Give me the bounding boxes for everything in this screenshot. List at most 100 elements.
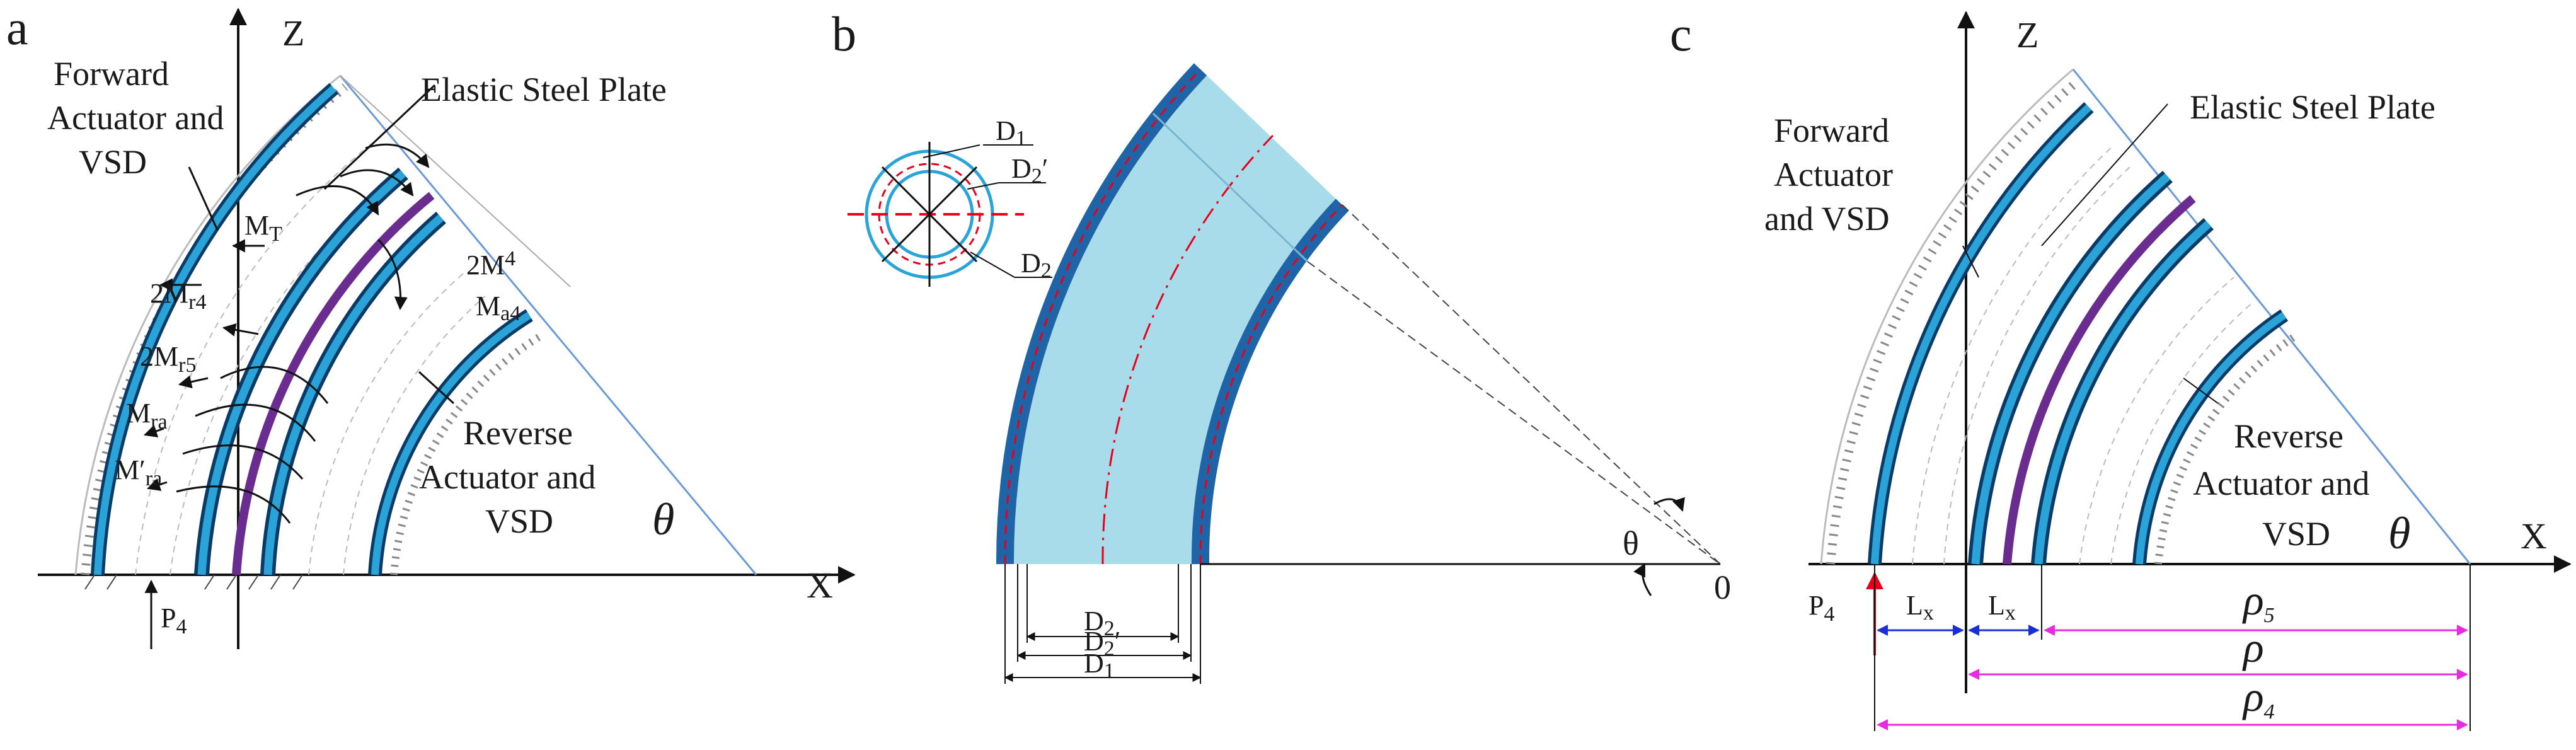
panel-b-d2-leader bbox=[970, 251, 1015, 278]
panel-a-ma4-main: M bbox=[476, 291, 500, 321]
panel-c-forward-line2: Actuator bbox=[1774, 156, 1893, 193]
panel-b-d2p-label: D2′ bbox=[1011, 153, 1048, 188]
panel-a-mra-main: M bbox=[126, 398, 151, 429]
panel-c-theta: θ bbox=[2388, 508, 2410, 558]
panel-a-2m4: 2M4 bbox=[466, 247, 515, 280]
panel-a-z-label: Z bbox=[282, 13, 304, 54]
panel-b-d2p-leader bbox=[967, 182, 999, 190]
panel-c-guide-arc-1 bbox=[1912, 144, 2115, 565]
panel-c-inner-actuator bbox=[2034, 221, 2212, 565]
panel-c-forward-actuator bbox=[1871, 104, 2092, 565]
panel-c-p4-main: P bbox=[1808, 590, 1824, 621]
panel-c-letter: c bbox=[1670, 6, 1692, 61]
panel-c-forward-label: Forward Actuator and VSD bbox=[1764, 112, 1901, 238]
panel-a-ground-hatch bbox=[84, 574, 303, 590]
panel-b-d2-sub: 2 bbox=[1041, 259, 1052, 282]
panel-a-2mr4-sub: r4 bbox=[188, 291, 206, 314]
panel-c-rho5-main: ρ bbox=[2242, 576, 2264, 624]
panel-b-dim-d1-sub: 1 bbox=[1104, 659, 1115, 683]
panel-b-d2p-prime: ′ bbox=[1042, 153, 1049, 184]
panel-c-rho4: ρ4 bbox=[2242, 672, 2275, 724]
panel-b-letter: b bbox=[832, 6, 856, 61]
panel-a-2mr4: 2Mr4 bbox=[150, 278, 206, 314]
panel-a-mt-sub: T bbox=[269, 222, 282, 246]
panel-b-inner-dash bbox=[1199, 204, 1343, 565]
panel-b-d2-label: D2 bbox=[1021, 248, 1052, 282]
panel-a-forward-actuator bbox=[94, 85, 336, 575]
panel-a-ma4: Ma4 bbox=[476, 291, 520, 325]
panel-b-dim-d2p-sub: 2 bbox=[1104, 637, 1115, 661]
panel-b-ray-2 bbox=[1307, 261, 1721, 565]
panel-a-mt: MT bbox=[244, 210, 282, 246]
panel-a-reverse-line2: Actuator and bbox=[419, 458, 595, 496]
panel-b-dim-d2p: D2′ bbox=[1084, 626, 1120, 661]
panel-b-d2-main: D bbox=[1021, 248, 1041, 279]
panel-c-guide-arc-3 bbox=[2079, 277, 2234, 565]
panel-c-lx2-sub: x bbox=[2005, 601, 2016, 625]
panel-c-rho5-sub: 5 bbox=[2264, 604, 2275, 627]
panel-a-letter: a bbox=[6, 0, 28, 55]
panel-a-forward-line3: VSD bbox=[79, 143, 147, 181]
panel-a-p4-sub: 4 bbox=[176, 615, 187, 638]
panel-a-2mr4-main: 2M bbox=[150, 278, 188, 309]
panel-c-steel-plate bbox=[2003, 195, 2196, 565]
panel-b-origin: 0 bbox=[1714, 568, 1731, 606]
panel-b-d2p-sub: 2 bbox=[1032, 164, 1042, 188]
panel-a-ma4-sub: a4 bbox=[500, 302, 520, 325]
panel-c-rho4-main: ρ bbox=[2242, 672, 2264, 720]
panel-c-lx1: Lx bbox=[1906, 590, 1934, 625]
panel-a-forward-line2: Actuator and bbox=[47, 99, 224, 137]
panel-a-x-label: X bbox=[807, 565, 833, 606]
panel-a-2mr5: 2Mr5 bbox=[140, 341, 196, 377]
panel-c-reverse-label: Reverse Actuator and VSD bbox=[2193, 417, 2378, 553]
panel-b-dim-d2: D2 bbox=[1084, 606, 1115, 640]
panel-c-reverse-line3: VSD bbox=[2262, 515, 2330, 553]
panel-c-rho4-sub: 4 bbox=[2264, 700, 2275, 724]
panel-c-dim-verticals bbox=[1874, 564, 2471, 731]
panel-a-diagonal-gray bbox=[340, 75, 571, 287]
panel-a-middle-actuator bbox=[197, 170, 406, 575]
panel-c-leaders bbox=[1962, 103, 2219, 404]
panel-a-label-arrows bbox=[144, 84, 455, 649]
panel-c-middle-actuator bbox=[1971, 173, 2171, 565]
panel-c-reverse-actuator bbox=[2136, 312, 2287, 565]
panel-b-dim-d1: D1 bbox=[1084, 648, 1115, 683]
panel-a-2mr5-main: 2M bbox=[140, 341, 178, 372]
panel-a-mpra-sub: ra bbox=[146, 467, 162, 490]
panel-c-guide-arc-4 bbox=[2110, 302, 2253, 565]
panel-a-guide-arc-3 bbox=[308, 270, 467, 575]
panel-a-theta: θ bbox=[652, 494, 674, 545]
panel-a-p4-main: P bbox=[161, 603, 176, 633]
panel-a-2m4-main: 2M bbox=[466, 250, 505, 280]
panel-b-diag2 bbox=[881, 166, 978, 263]
panel-c-lx1-sub: x bbox=[1923, 601, 1934, 625]
panel-a-mra: Mra bbox=[126, 398, 168, 434]
panel-b-cross-section bbox=[848, 142, 1052, 287]
panel-a-2mr5-sub: r5 bbox=[178, 354, 196, 377]
panel-a-reverse-line3: VSD bbox=[485, 502, 553, 540]
panel-c-rho5: ρ5 bbox=[2242, 576, 2275, 627]
panel-a-2m4-sub: 4 bbox=[505, 247, 515, 270]
panel-b-dim-d1-main: D bbox=[1084, 648, 1104, 679]
panel-a-forward-label: Forward Actuator and VSD bbox=[47, 55, 233, 181]
panel-a-mpra-main: M′ bbox=[115, 454, 146, 485]
panel-a-inner-actuator bbox=[263, 214, 444, 575]
panel-c-forward-line3: and VSD bbox=[1764, 200, 1890, 238]
panel-c-lx2: Lx bbox=[1988, 590, 2016, 625]
panel-a-plate-label: Elastic Steel Plate bbox=[421, 71, 667, 108]
panel-a-reverse-actuator bbox=[371, 311, 532, 575]
panel-c-lx2-main: L bbox=[1988, 590, 2005, 621]
panel-a-reverse-label: Reverse Actuator and VSD bbox=[419, 414, 604, 540]
panel-b-dim-d2-main: D bbox=[1084, 606, 1104, 637]
panel-c-p4-sub: 4 bbox=[1824, 603, 1834, 626]
panel-c-rho: ρ bbox=[2242, 623, 2264, 671]
panel-c-x-label: X bbox=[2521, 516, 2547, 557]
panel-b-d1-label: D1 bbox=[996, 115, 1026, 150]
panel-a-steel-plate bbox=[232, 192, 435, 575]
panel-b-d2p-main: D bbox=[1011, 153, 1032, 184]
panel-b: b D1 D2′ D2 bbox=[832, 6, 1731, 684]
panel-c-reverse-line2: Actuator and bbox=[2193, 464, 2369, 502]
panel-b-d1-leader bbox=[923, 144, 980, 158]
panel-c-plate-label: Elastic Steel Plate bbox=[2190, 88, 2435, 126]
